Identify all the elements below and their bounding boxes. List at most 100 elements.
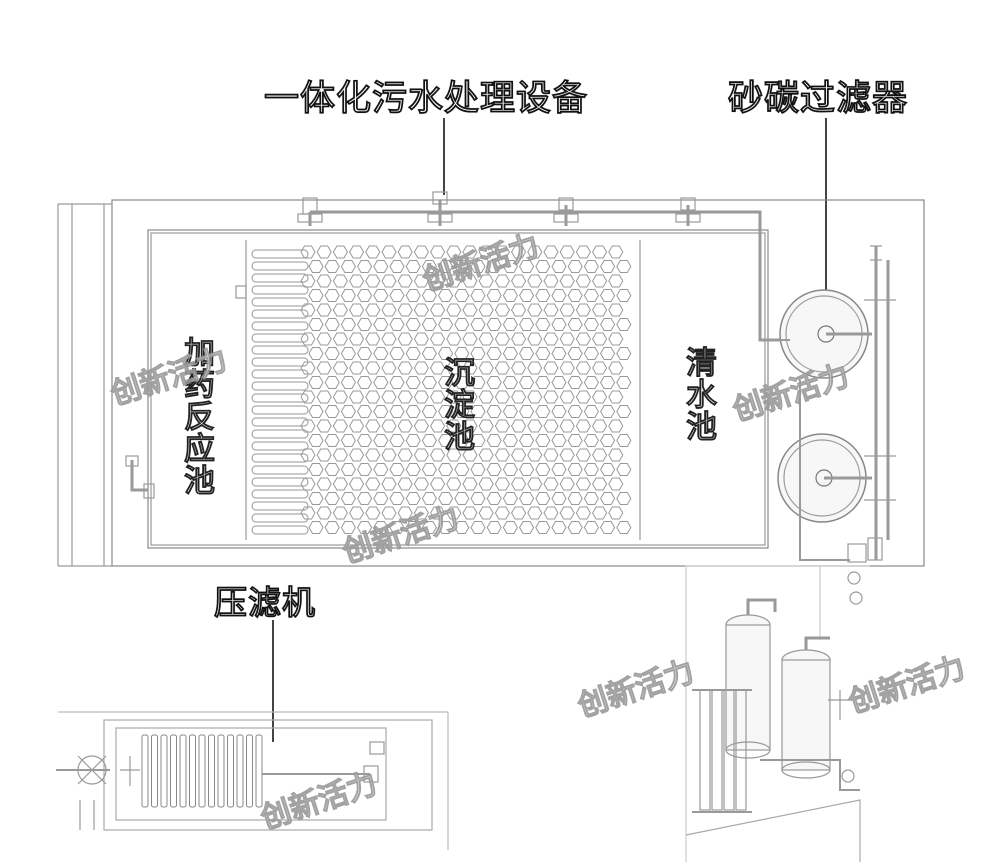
honeycomb-cell bbox=[502, 260, 518, 273]
honeycomb-cell bbox=[527, 361, 543, 375]
honeycomb-cell bbox=[478, 361, 494, 375]
honeycomb-cell bbox=[446, 361, 462, 375]
honeycomb-cell bbox=[511, 361, 527, 375]
honeycomb-cell bbox=[316, 332, 332, 346]
honeycomb-cell bbox=[511, 245, 527, 259]
honeycomb-cell bbox=[559, 274, 575, 288]
honeycomb-cell bbox=[324, 405, 340, 418]
honeycomb-cell bbox=[470, 289, 486, 302]
honeycomb-cell bbox=[438, 376, 454, 389]
honeycomb-cell bbox=[413, 274, 429, 288]
honeycomb-cell bbox=[600, 521, 616, 534]
honeycomb-cell bbox=[486, 289, 502, 302]
honeycomb-cell bbox=[421, 405, 437, 418]
honeycomb-cell bbox=[397, 390, 413, 404]
honeycomb-cell bbox=[340, 434, 356, 447]
honeycomb-cell bbox=[430, 448, 446, 462]
honeycomb-cell bbox=[575, 303, 591, 317]
honeycomb-cell bbox=[494, 361, 510, 375]
honeycomb-cell bbox=[535, 318, 551, 331]
honeycomb-cell bbox=[583, 289, 599, 302]
honeycomb-cell bbox=[438, 405, 454, 418]
honeycomb-cell bbox=[405, 521, 421, 534]
honeycomb-cell bbox=[575, 245, 591, 259]
honeycomb-cell bbox=[486, 405, 502, 418]
honeycomb-cell bbox=[608, 419, 624, 433]
sludge-tube bbox=[251, 345, 309, 355]
honeycomb-cell bbox=[567, 521, 583, 534]
honeycomb-cell bbox=[511, 477, 527, 491]
honeycomb-cell bbox=[373, 492, 389, 505]
honeycomb-cell bbox=[592, 361, 608, 375]
honeycomb-cell bbox=[494, 332, 510, 346]
honeycomb-cell bbox=[300, 448, 316, 462]
honeycomb-cell bbox=[511, 332, 527, 346]
honeycomb-cell bbox=[454, 405, 470, 418]
honeycomb-cell bbox=[470, 463, 486, 476]
honeycomb-cell bbox=[324, 434, 340, 447]
honeycomb-cell bbox=[454, 434, 470, 447]
honeycomb-cell bbox=[421, 260, 437, 273]
honeycomb-cell bbox=[600, 289, 616, 302]
honeycomb-cell bbox=[340, 463, 356, 476]
honeycomb-cell bbox=[575, 419, 591, 433]
honeycomb-cell bbox=[389, 434, 405, 447]
honeycomb-cell bbox=[559, 361, 575, 375]
honeycomb-cell bbox=[592, 448, 608, 462]
honeycomb-cell bbox=[454, 260, 470, 273]
honeycomb-cell bbox=[438, 318, 454, 331]
honeycomb-cell bbox=[308, 376, 324, 389]
honeycomb-cell bbox=[543, 477, 559, 491]
honeycomb-cell bbox=[486, 521, 502, 534]
honeycomb-cell bbox=[462, 245, 478, 259]
honeycomb-cell bbox=[600, 376, 616, 389]
honeycomb-cell bbox=[430, 506, 446, 520]
honeycomb-cell bbox=[600, 260, 616, 273]
honeycomb-cell bbox=[389, 492, 405, 505]
honeycomb-cell bbox=[478, 332, 494, 346]
honeycomb-cell bbox=[365, 390, 381, 404]
honeycomb-cell bbox=[446, 448, 462, 462]
honeycomb-cell bbox=[357, 260, 373, 273]
honeycomb-cell bbox=[430, 245, 446, 259]
honeycomb-cell bbox=[559, 390, 575, 404]
honeycomb-cell bbox=[575, 506, 591, 520]
honeycomb-cell bbox=[616, 347, 632, 360]
honeycomb-cell bbox=[357, 434, 373, 447]
honeycomb-cell bbox=[519, 492, 535, 505]
sludge-tube bbox=[251, 417, 309, 427]
honeycomb-cell bbox=[454, 521, 470, 534]
honeycomb-cell bbox=[332, 274, 348, 288]
honeycomb-cell bbox=[357, 318, 373, 331]
honeycomb-cell bbox=[349, 245, 365, 259]
honeycomb-cell bbox=[389, 521, 405, 534]
honeycomb-cell bbox=[494, 390, 510, 404]
honeycomb-cell bbox=[478, 506, 494, 520]
honeycomb-cell bbox=[478, 419, 494, 433]
honeycomb-cell bbox=[575, 332, 591, 346]
honeycomb-cell bbox=[462, 303, 478, 317]
honeycomb-cell bbox=[389, 463, 405, 476]
honeycomb-cell bbox=[381, 303, 397, 317]
sludge-tube bbox=[251, 357, 309, 367]
honeycomb-cell bbox=[462, 332, 478, 346]
honeycomb-cell bbox=[324, 347, 340, 360]
honeycomb-cell bbox=[583, 318, 599, 331]
honeycomb-cell bbox=[535, 463, 551, 476]
honeycomb-cell bbox=[365, 448, 381, 462]
honeycomb-cell bbox=[486, 463, 502, 476]
honeycomb-cell bbox=[381, 245, 397, 259]
honeycomb-cell bbox=[300, 361, 316, 375]
honeycomb-cell bbox=[519, 289, 535, 302]
honeycomb-cell bbox=[600, 318, 616, 331]
press-plate bbox=[141, 734, 149, 808]
honeycomb-cell bbox=[438, 521, 454, 534]
honeycomb-cell bbox=[519, 347, 535, 360]
honeycomb-cell bbox=[397, 477, 413, 491]
honeycomb-cell bbox=[454, 463, 470, 476]
honeycomb-cell bbox=[300, 245, 316, 259]
honeycomb-cell bbox=[300, 477, 316, 491]
honeycomb-cell bbox=[511, 506, 527, 520]
honeycomb-cell bbox=[430, 477, 446, 491]
